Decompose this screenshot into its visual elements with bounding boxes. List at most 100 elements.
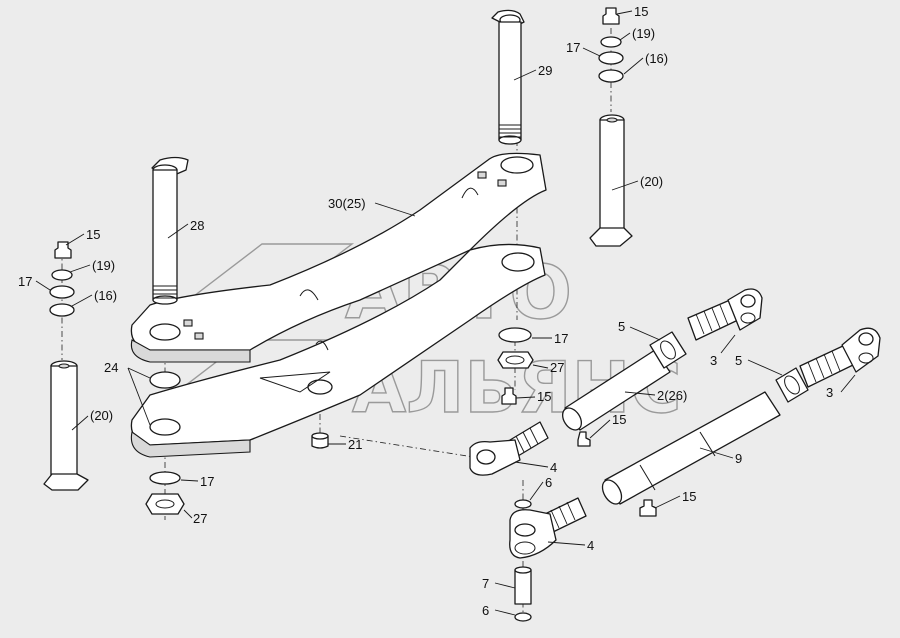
label-15-top: 15 [634, 4, 648, 19]
label-15-left: 15 [86, 227, 100, 242]
nut-5-b-body [775, 367, 809, 403]
rod-end-4-b [509, 497, 587, 559]
nut-5-b [775, 367, 809, 403]
ring-17-left [49, 285, 75, 299]
frame-block-2 [497, 179, 507, 187]
pin-28-shaft [152, 169, 178, 301]
label-27-bottom: 27 [193, 511, 207, 526]
rod-4b-threadlines [550, 501, 576, 529]
nut-27-mid-bore [505, 355, 525, 365]
label-20-left: (20) [90, 408, 113, 423]
ring-nut-bottom [145, 471, 185, 515]
frame-hole-left [149, 323, 181, 341]
rod-4b-eye-lower [514, 541, 536, 555]
rod-3a-eye [740, 294, 756, 308]
label-19-left: (19) [92, 258, 115, 273]
frame-hole-24a [149, 371, 181, 389]
pin-7-stack [514, 499, 532, 622]
label-6-a: 6 [545, 475, 552, 490]
nut-27-bottom [145, 493, 185, 515]
label-28: 28 [190, 218, 204, 233]
nut-5-a [649, 331, 687, 369]
ring-19-top [600, 36, 622, 48]
frame-hole-mid [501, 252, 535, 272]
main-frame-30 [130, 152, 547, 458]
ring-17-bottom [149, 471, 181, 485]
frame-hole-pin [307, 379, 333, 395]
grease-fitting-15-mid [501, 387, 517, 405]
oring-6-top [514, 499, 532, 509]
label-5-a: 5 [618, 319, 625, 334]
rod-end-3-b [799, 327, 881, 388]
label-3-a: 3 [710, 353, 717, 368]
label-4-b: 4 [587, 538, 594, 553]
label-15-bottom: 15 [682, 489, 696, 504]
bushing-21-top [311, 432, 329, 440]
label-3-b: 3 [826, 385, 833, 400]
label-29: 29 [538, 63, 552, 78]
nut-27-mid [497, 351, 534, 369]
pin-20l-hole [58, 363, 70, 369]
rod-3b-eye [858, 332, 874, 346]
fitting-stack-top [598, 7, 624, 83]
label-17-left: 17 [18, 274, 32, 289]
label-17-mid: 17 [554, 331, 568, 346]
pin-28 [151, 156, 189, 305]
pin-20r-hole [606, 117, 618, 123]
label-24: 24 [104, 360, 118, 375]
rod-3b-threadlines [807, 350, 841, 383]
label-30-25: 30(25) [328, 196, 366, 211]
pin-20r-shaft [599, 119, 625, 233]
frame-block [477, 171, 487, 179]
frame-lower-arm-edge [130, 431, 251, 458]
frame-hole-24b [149, 418, 181, 436]
frame-web [259, 371, 331, 393]
label-21: 21 [348, 437, 362, 452]
pin-28-end [152, 295, 178, 305]
rod-end-4-a [469, 421, 549, 476]
frame-hook [461, 187, 479, 199]
label-15-rod: 15 [612, 412, 626, 427]
nut-5-b-face [784, 375, 800, 395]
label-6-b: 6 [482, 603, 489, 618]
grease-fitting-15-bottom [639, 499, 657, 517]
label-5-b: 5 [735, 353, 742, 368]
label-2-26: 2(26) [657, 388, 687, 403]
fitting-stack-left [49, 241, 75, 317]
grease-fitting-15-top [602, 7, 620, 25]
rod-4a-threadlines [515, 427, 539, 453]
pin-29-shaft [498, 21, 522, 141]
frame-upper-arm-edge [130, 339, 251, 363]
pin-20l-shaft [50, 365, 78, 479]
pin-28-thread [153, 285, 177, 299]
rod-3a-threadlines [695, 304, 729, 335]
pin-29 [491, 9, 525, 145]
turnbuckle-9-end [601, 479, 623, 505]
nut-5-a-face [660, 340, 676, 360]
pin-29-thread [499, 124, 521, 138]
rod-3a-eye-lower [740, 312, 756, 324]
ring-17-mid [498, 327, 532, 343]
label-19-top: (19) [632, 26, 655, 41]
ring-17-top [598, 51, 624, 65]
frame-hook-2 [299, 289, 319, 301]
pin-20-right [589, 114, 633, 247]
ring-16-left [49, 303, 75, 317]
oring-6-bottom [514, 612, 532, 622]
pin-20-left [43, 360, 89, 491]
rod-end-3-a [687, 288, 763, 341]
label-16-top: (16) [645, 51, 668, 66]
ring-nut-mid [497, 327, 534, 405]
turnbuckle-9-hex-line [639, 464, 656, 491]
label-4-a: 4 [550, 460, 557, 475]
grease-fitting-15-left [54, 241, 72, 259]
pin-20r-tab [589, 227, 633, 247]
label-17-top: 17 [566, 40, 580, 55]
callout-labels: 15 (19) 17 (16) 29 (20) 30(25) 28 15 (19… [18, 4, 833, 618]
rod-4b-eye [514, 523, 536, 537]
pin-20l-tab [43, 473, 89, 491]
pin-7-body [514, 569, 532, 605]
frame-block-3 [183, 319, 193, 327]
